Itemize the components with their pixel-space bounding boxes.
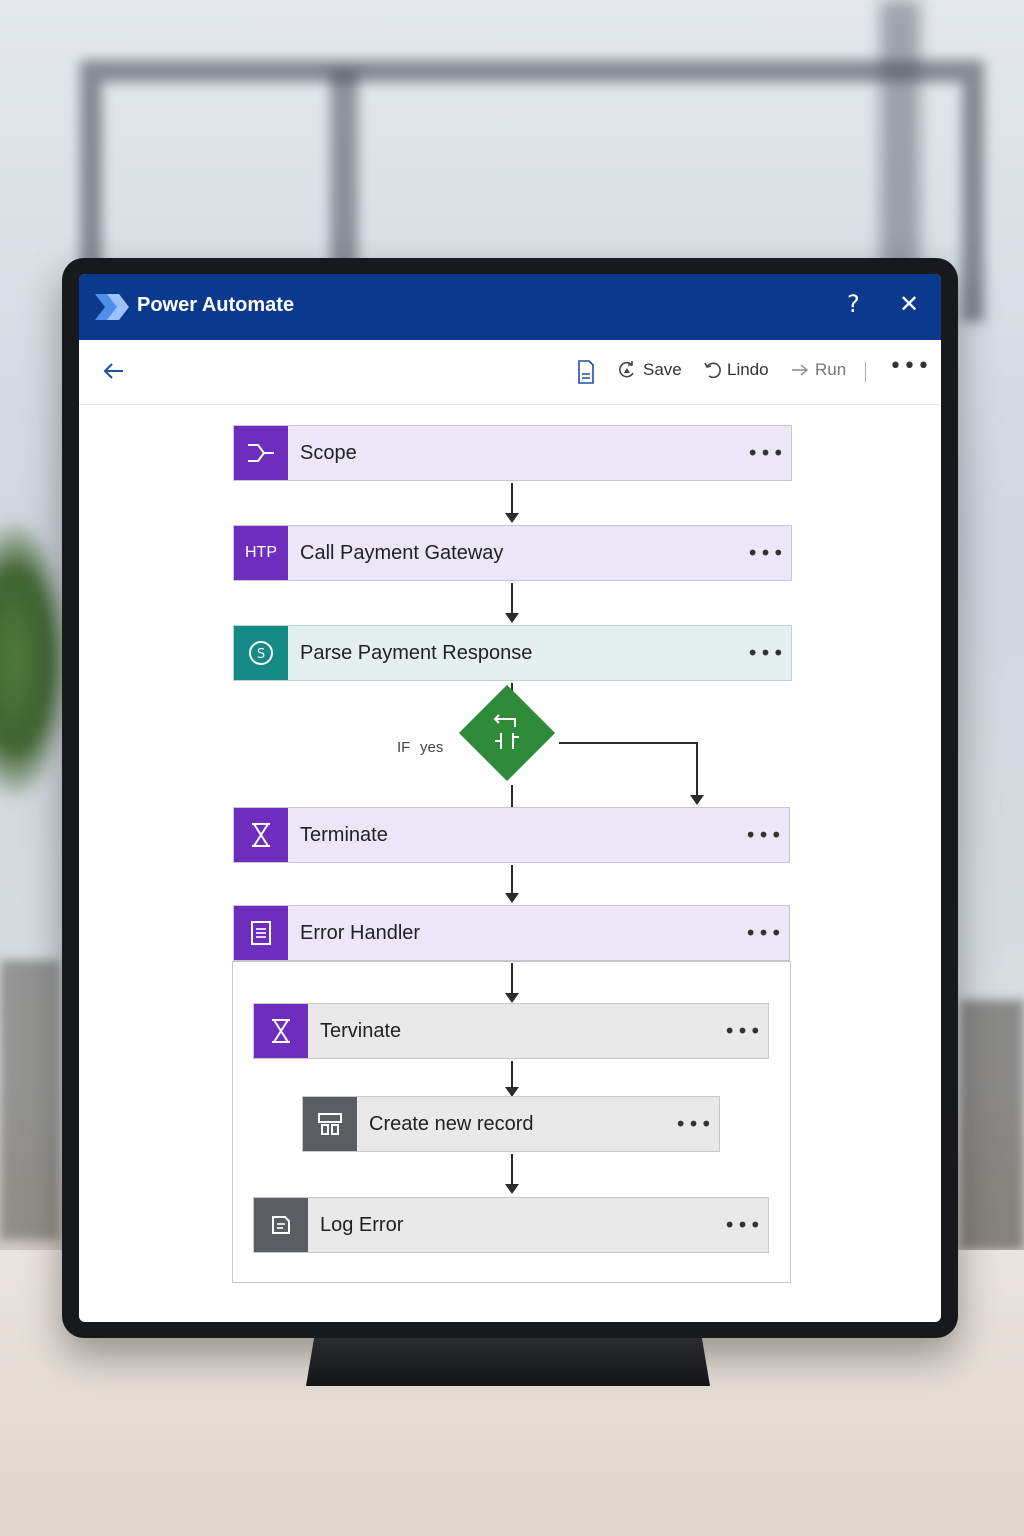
title-bar: Power Automate ? ✕ — [79, 274, 941, 340]
action-card-log-error[interactable]: Log Error ••• — [253, 1197, 769, 1253]
more-options-icon[interactable]: ••• — [723, 1213, 763, 1237]
back-arrow-icon[interactable] — [101, 358, 127, 384]
branch-line-vertical — [696, 742, 698, 796]
condition-yes-label: yes — [420, 739, 444, 756]
connector-arrowhead — [505, 1087, 519, 1097]
parse-icon: S — [234, 626, 288, 680]
action-label: Create new record — [369, 1112, 534, 1135]
flow-canvas: Scope ••• HTP Call Payment Gateway ••• S… — [79, 405, 941, 1322]
app-title: Power Automate — [137, 294, 295, 316]
background-window — [80, 60, 984, 322]
action-card-tervinate[interactable]: Tervinate ••• — [253, 1003, 769, 1059]
svg-text:S: S — [257, 647, 265, 662]
app-window: Power Automate ? ✕ Save — [79, 274, 941, 1322]
undo-label: Lindo — [727, 360, 769, 379]
connector-arrowhead — [505, 513, 519, 523]
arrow-right-icon — [792, 364, 809, 376]
more-options-icon[interactable]: ••• — [889, 354, 931, 379]
document-icon — [234, 906, 288, 960]
action-label: Tervinate — [320, 1019, 402, 1042]
save-label: Save — [643, 360, 682, 379]
help-icon[interactable]: ? — [847, 290, 860, 318]
action-label: Parse Payment Response — [300, 641, 533, 664]
connector-arrowhead — [505, 613, 519, 623]
action-card-parse-payment-response[interactable]: S Parse Payment Response ••• — [233, 625, 792, 681]
connector-arrowhead — [690, 795, 704, 805]
condition-if-label: IF — [397, 739, 411, 756]
connector-line — [511, 785, 513, 807]
more-options-icon[interactable]: ••• — [746, 541, 786, 565]
connector-arrowhead — [505, 993, 519, 1003]
connector-line — [511, 583, 513, 615]
more-options-icon[interactable]: ••• — [746, 441, 786, 465]
action-label: Log Error — [320, 1213, 404, 1236]
action-card-call-payment-gateway[interactable]: HTP Call Payment Gateway ••• — [233, 525, 792, 581]
connector-line — [511, 865, 513, 895]
create-record-icon — [303, 1097, 357, 1151]
background-furniture-right — [960, 1000, 1024, 1250]
action-card-terminate[interactable]: Terminate ••• — [233, 807, 790, 863]
power-automate-logo-icon — [95, 294, 129, 320]
background-plant — [0, 520, 70, 800]
toolbar: Save Lindo Run ••• — [79, 340, 941, 405]
hourglass-icon — [234, 808, 288, 862]
run-label: Run — [815, 360, 847, 379]
flow-checker-button[interactable] — [577, 360, 595, 384]
hourglass-icon — [254, 1004, 308, 1058]
more-options-icon[interactable]: ••• — [723, 1019, 763, 1043]
scope-icon — [234, 426, 288, 480]
action-label: Terminate — [300, 823, 388, 846]
log-icon — [254, 1198, 308, 1252]
more-options-icon[interactable]: ••• — [744, 823, 784, 847]
action-label: Scope — [300, 441, 357, 464]
background-furniture-left — [0, 960, 60, 1240]
undo-button[interactable]: Lindo — [703, 360, 769, 380]
branch-line-horizontal — [559, 742, 697, 744]
close-icon[interactable]: ✕ — [899, 290, 920, 318]
undo-icon — [704, 362, 721, 379]
connector-arrowhead — [505, 893, 519, 903]
more-options-icon[interactable]: ••• — [674, 1112, 714, 1136]
action-label: Error Handler — [300, 921, 421, 944]
connector-arrowhead — [505, 1184, 519, 1194]
more-options-icon[interactable]: ••• — [744, 921, 784, 945]
action-card-scope[interactable]: Scope ••• — [233, 425, 792, 481]
more-options-icon[interactable]: ••• — [746, 641, 786, 665]
connector-line — [511, 1154, 513, 1186]
background-pillar — [880, 0, 920, 300]
connector-line — [511, 1061, 513, 1089]
toolbar-divider — [865, 362, 866, 382]
action-label: Call Payment Gateway — [300, 541, 504, 564]
monitor-stand — [306, 1338, 710, 1386]
http-icon-text: HTP — [245, 544, 277, 561]
action-card-error-handler[interactable]: Error Handler ••• — [233, 905, 790, 961]
action-card-create-new-record[interactable]: Create new record ••• — [302, 1096, 720, 1152]
condition-branch-icon — [493, 714, 519, 749]
http-icon: HTP — [234, 526, 288, 580]
save-button[interactable]: Save — [617, 360, 682, 380]
save-icon — [619, 361, 634, 378]
connector-line — [511, 483, 513, 515]
connector-line — [511, 963, 513, 995]
background-window-mullion — [330, 70, 358, 290]
run-button[interactable]: Run — [791, 360, 846, 380]
document-icon — [578, 360, 594, 384]
